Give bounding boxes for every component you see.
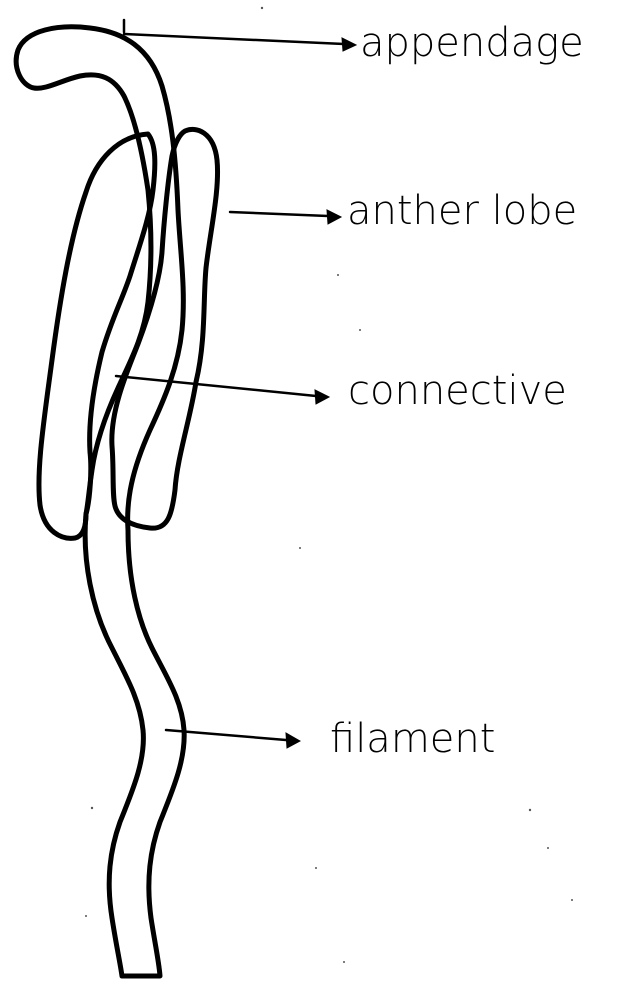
paper-specks [85,7,573,963]
anther-lobe-pointer [230,210,341,224]
label-filament: filament [330,716,495,762]
anther-lobe-right [112,129,218,528]
label-anther-lobe: anther lobe [347,188,577,234]
label-connective: connective [348,368,567,414]
appendage-pointer [124,20,356,51]
connective-pointer [116,376,329,404]
label-appendage: appendage [360,20,584,66]
anther-lobe-left [39,134,155,538]
